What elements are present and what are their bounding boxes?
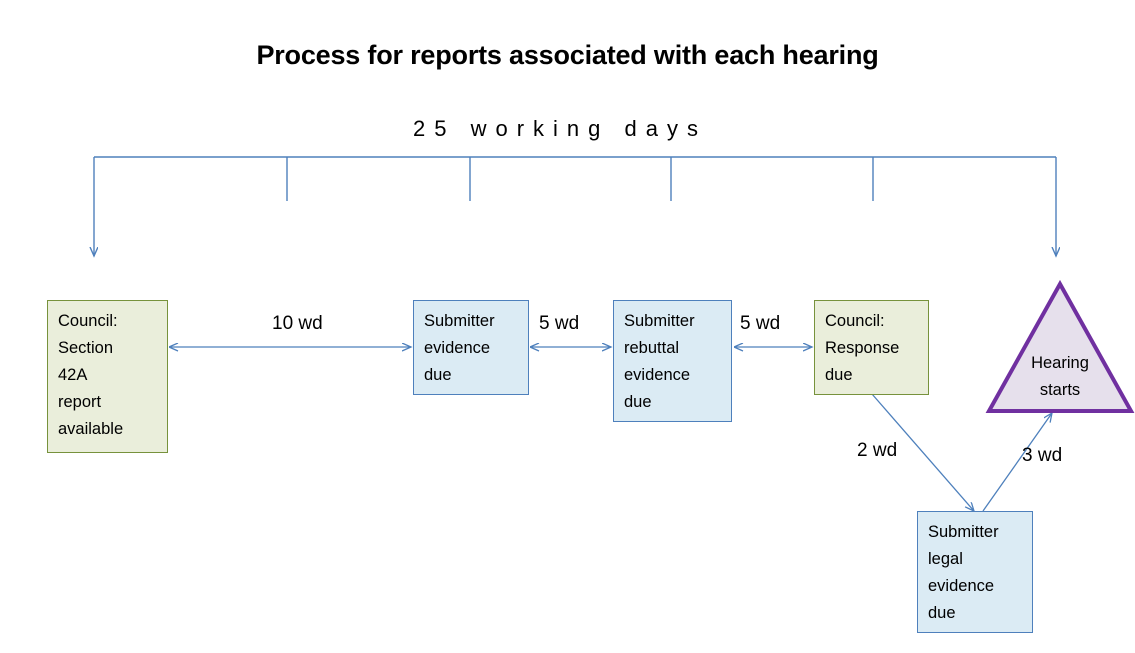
edge-label-5wd-a: 5 wd — [539, 313, 580, 334]
node-line: Submitter — [424, 312, 495, 330]
node-council-s42a[interactable]: Council: Section 42A report available — [47, 300, 168, 453]
node-line: Section — [58, 339, 114, 357]
node-line: report — [58, 393, 102, 411]
node-line: Submitter — [624, 312, 695, 330]
diagram-title: Process for reports associated with each… — [256, 40, 879, 70]
node-line: legal — [928, 550, 963, 568]
node-line: Response — [825, 339, 900, 357]
timeline-axis — [94, 156, 1056, 256]
node-line: Council: — [825, 312, 885, 330]
edge-3wd — [982, 413, 1052, 512]
node-line: evidence — [928, 577, 995, 595]
edge-label-3wd: 3 wd — [1022, 445, 1063, 466]
edge-label-5wd-b: 5 wd — [740, 313, 781, 334]
node-line: 42A — [58, 366, 88, 384]
node-line: due — [424, 366, 452, 384]
node-council-response[interactable]: Council: Response due — [814, 300, 929, 395]
node-line: Council: — [58, 312, 118, 330]
node-submitter-rebuttal[interactable]: Submitter rebuttal evidence due — [613, 300, 732, 422]
node-line: available — [58, 420, 124, 438]
node-line: due — [825, 366, 853, 384]
edge-2wd — [871, 393, 974, 511]
node-line: due — [928, 604, 956, 622]
node-line: evidence — [424, 339, 491, 357]
node-submitter-legal[interactable]: Submitter legal evidence due — [917, 511, 1033, 633]
node-line: evidence — [624, 366, 691, 384]
node-line: rebuttal — [624, 339, 680, 357]
hearing-starts-triangle — [985, 279, 1135, 413]
edge-label-2wd: 2 wd — [857, 440, 898, 461]
node-submitter-evidence[interactable]: Submitter evidence due — [413, 300, 529, 395]
node-line: Submitter — [928, 523, 999, 541]
edge-label-10wd: 10 wd — [272, 313, 323, 334]
timeline-caption: 25 working days — [413, 116, 707, 141]
node-line: due — [624, 393, 652, 411]
